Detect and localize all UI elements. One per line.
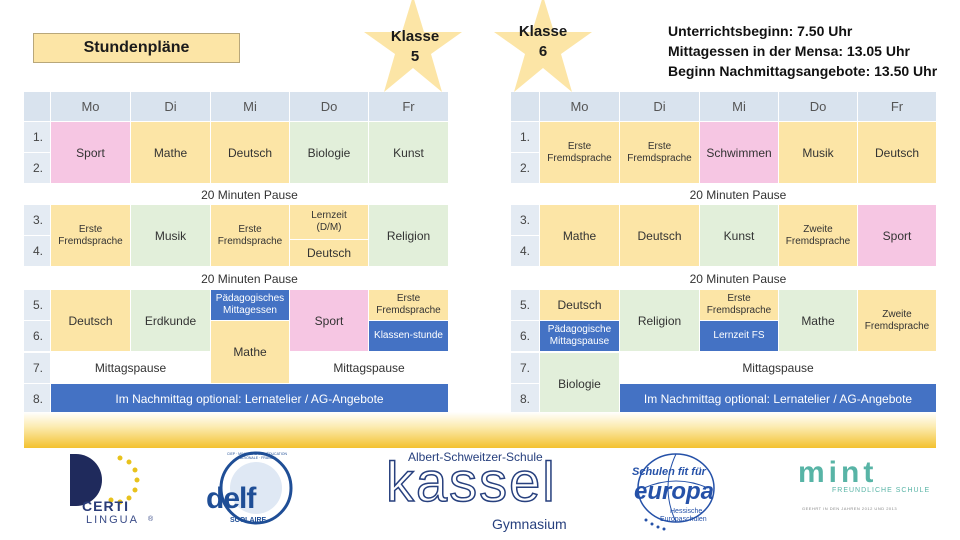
k5-do-56: Sport bbox=[290, 290, 368, 351]
certilingua-logo: CERTI LINGUA ® bbox=[66, 452, 166, 532]
period-6: 6. bbox=[511, 321, 539, 351]
delf-ring-icon bbox=[219, 451, 293, 525]
europaschule-logo: Schulen fit für europa Hessische Europas… bbox=[630, 450, 730, 534]
k6-mo-78: Biologie bbox=[540, 353, 619, 414]
header-corner bbox=[24, 92, 50, 121]
k6-mi-34: Kunst bbox=[700, 205, 778, 266]
k6-fr-56: Zweite Fremdsprache bbox=[858, 290, 936, 351]
k6-mi-6: Lernzeit FS bbox=[700, 321, 778, 351]
school-times-info: Unterrichtsbeginn: 7.50 Uhr Mittagessen … bbox=[668, 21, 937, 81]
k5-pause-2: 20 Minuten Pause bbox=[201, 272, 298, 286]
k6-do-56: Mathe bbox=[779, 290, 857, 351]
k6-nachmittag-angebote: Im Nachmittag optional: Lernatelier / AG… bbox=[620, 384, 936, 414]
k5-mi-12: Deutsch bbox=[211, 122, 289, 183]
k6-mittagspause: Mittagspause bbox=[620, 353, 936, 383]
k5-fr-12: Kunst bbox=[369, 122, 448, 183]
k6-fr-34: Sport bbox=[858, 205, 936, 266]
period-1: 1. bbox=[511, 122, 539, 152]
header-mi: Mi bbox=[700, 92, 778, 121]
period-6: 6. bbox=[24, 321, 50, 351]
k5-fr-34: Religion bbox=[369, 205, 448, 266]
k6-mo-12: Erste Fremdsprache bbox=[540, 122, 619, 183]
info-nachmittag: Beginn Nachmittagsangebote: 13.50 Uhr bbox=[668, 63, 938, 79]
k5-fr-6: Klassen-stunde bbox=[369, 321, 448, 351]
k6-do-34: Zweite Fremdsprache bbox=[779, 205, 857, 266]
period-7: 7. bbox=[24, 353, 50, 383]
header-fr: Fr bbox=[858, 92, 936, 121]
europe-globe-icon bbox=[637, 453, 715, 531]
period-4: 4. bbox=[24, 236, 50, 266]
header-do: Do bbox=[779, 92, 857, 121]
k5-fr-5: Erste Fremdsprache bbox=[369, 290, 448, 320]
k5-mi-34: Erste Fremdsprache bbox=[211, 205, 289, 266]
k6-di-56: Religion bbox=[620, 290, 699, 351]
k6-fr-12: Deutsch bbox=[858, 122, 936, 183]
period-8: 8. bbox=[24, 384, 50, 414]
k6-mo-6: Pädagogische Mittagspause bbox=[540, 321, 619, 351]
k5-pause-1: 20 Minuten Pause bbox=[201, 188, 298, 202]
k5-mi-67: Mathe bbox=[211, 321, 289, 383]
info-unterrichtsbeginn: Unterrichtsbeginn: 7.50 Uhr bbox=[668, 23, 853, 39]
header-mo: Mo bbox=[51, 92, 130, 121]
k5-mo-34: Erste Fremdsprache bbox=[51, 205, 130, 266]
eu-stars-icon bbox=[108, 455, 140, 505]
mint-logo: mint FREUNDLICHE SCHULE GEEHRT IN DEN JA… bbox=[798, 456, 931, 511]
period-3: 3. bbox=[511, 205, 539, 235]
header-di: Di bbox=[131, 92, 210, 121]
k5-do-3: Lernzeit (D/M) bbox=[290, 205, 368, 239]
k6-pause-1: 20 Minuten Pause bbox=[689, 188, 787, 202]
k6-do-12: Musik bbox=[779, 122, 857, 183]
page-title: Stundenpläne bbox=[33, 33, 240, 63]
decorative-band bbox=[24, 412, 936, 448]
k6-mi-5: Erste Fremdsprache bbox=[700, 290, 778, 320]
k5-nachmittag-angebote: Im Nachmittag optional: Lernatelier / AG… bbox=[51, 384, 448, 414]
header-fr: Fr bbox=[369, 92, 448, 121]
k6-mo-34: Mathe bbox=[540, 205, 619, 266]
k6-mi-12: Schwimmen bbox=[700, 122, 778, 183]
period-5: 5. bbox=[24, 290, 50, 320]
header-mo: Mo bbox=[540, 92, 619, 121]
star-icon-klasse6 bbox=[494, 0, 592, 92]
period-8: 8. bbox=[511, 384, 539, 414]
header-mi: Mi bbox=[211, 92, 289, 121]
info-mittagessen: Mittagessen in der Mensa: 13.05 Uhr bbox=[668, 43, 910, 59]
k6-di-34: Deutsch bbox=[620, 205, 699, 266]
star-icon-klasse5 bbox=[364, 0, 462, 92]
header-corner bbox=[511, 92, 539, 121]
k5-di-12: Mathe bbox=[131, 122, 210, 183]
k5-di-34: Musik bbox=[131, 205, 210, 266]
period-2: 2. bbox=[511, 153, 539, 183]
header-di: Di bbox=[620, 92, 699, 121]
k5-mi-5: Pädagogisches Mittagessen bbox=[211, 290, 289, 320]
header-do: Do bbox=[290, 92, 368, 121]
k5-mo-12: Sport bbox=[51, 122, 130, 183]
period-5: 5. bbox=[511, 290, 539, 320]
k5-di-56: Erdkunde bbox=[131, 290, 210, 351]
period-2: 2. bbox=[24, 153, 50, 183]
period-4: 4. bbox=[511, 236, 539, 266]
k5-do-12: Biologie bbox=[290, 122, 368, 183]
k5-mittagspause-right: Mittagspause bbox=[290, 353, 448, 383]
period-7: 7. bbox=[511, 353, 539, 383]
delf-logo: delf SCOLAIRE CIEP · MINISTÈRE DE L'ÉDUC… bbox=[204, 450, 296, 534]
period-1: 1. bbox=[24, 122, 50, 152]
k5-mo-56: Deutsch bbox=[51, 290, 130, 351]
k5-mittagspause-left: Mittagspause bbox=[51, 353, 210, 383]
kassel-school-logo: Albert-Schweitzer-Schule kassel Gymnasiu… bbox=[385, 450, 567, 532]
k6-di-12: Erste Fremdsprache bbox=[620, 122, 699, 183]
k6-pause-2: 20 Minuten Pause bbox=[689, 272, 787, 286]
period-3: 3. bbox=[24, 205, 50, 235]
k5-do-4: Deutsch bbox=[290, 240, 368, 266]
k6-mo-5: Deutsch bbox=[540, 290, 619, 320]
